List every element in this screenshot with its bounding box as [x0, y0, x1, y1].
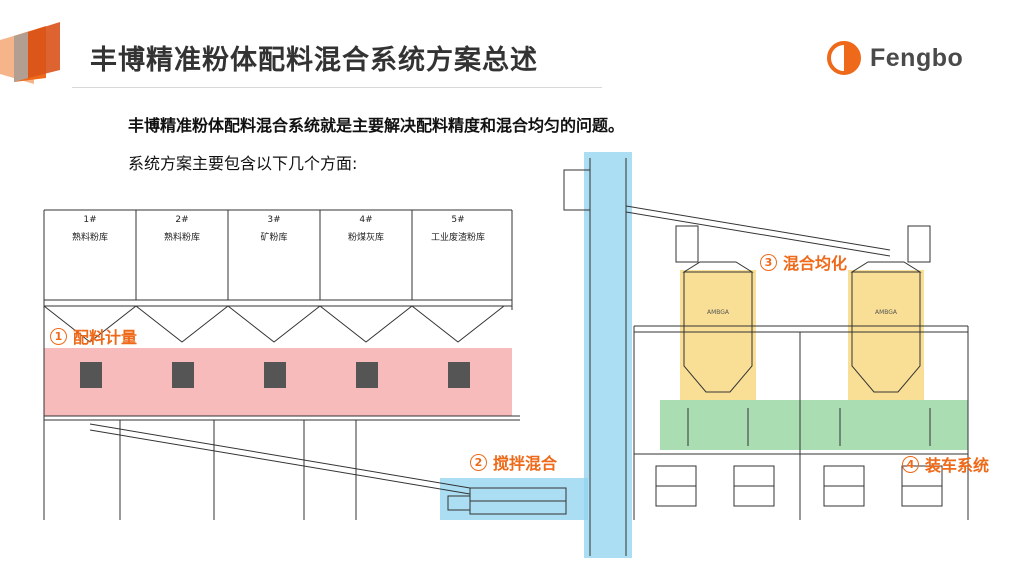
- callout-homogenizing: 3 混合均化: [760, 250, 847, 274]
- callout-batching: 1 配料计量: [50, 324, 137, 348]
- zone-homogenizing-1: [680, 270, 756, 400]
- tank-1-label: AMBGA: [707, 309, 730, 316]
- callout-loading: 4 装车系统: [902, 452, 989, 476]
- page-title: 丰博精准粉体配料混合系统方案总述: [90, 45, 538, 76]
- silo-1-name: 熟料粉库: [72, 231, 108, 243]
- brand-logo: Fengbo: [826, 40, 963, 76]
- silo-3-number: 3#: [267, 215, 280, 225]
- callout-number: 2: [470, 453, 487, 471]
- callout-mixing: 2 搅拌混合: [470, 450, 557, 474]
- zone-homogenizing-2: [848, 270, 924, 400]
- brand-name: Fengbo: [870, 43, 964, 72]
- callout-label: 搅拌混合: [493, 454, 558, 473]
- intro-line-2: 系统方案主要包含以下几个方面:: [128, 154, 358, 173]
- logo-mark-icon: [827, 41, 861, 75]
- silo-5-name: 工业废渣粉库: [431, 231, 485, 243]
- zone-elevator: [584, 152, 632, 558]
- callout-number: 4: [902, 455, 919, 473]
- zone-loading: [660, 400, 968, 450]
- silo-4-number: 4#: [359, 215, 372, 225]
- silo-5-number: 5#: [451, 215, 464, 225]
- callout-label: 配料计量: [73, 328, 138, 347]
- zone-mixing: [440, 478, 588, 520]
- callout-number: 1: [50, 327, 67, 345]
- silo-1-number: 1#: [83, 215, 96, 225]
- callout-label: 装车系统: [925, 456, 990, 475]
- corner-decoration-icon: [0, 22, 60, 84]
- callout-number: 3: [760, 253, 777, 271]
- silo-2-name: 熟料粉库: [164, 231, 200, 243]
- callout-label: 混合均化: [783, 254, 848, 273]
- title-divider: [72, 87, 602, 88]
- silo-3-name: 矿粉库: [260, 231, 287, 243]
- intro-line-1: 丰博精准粉体配料混合系统就是主要解决配料精度和混合均匀的问题。: [128, 116, 625, 135]
- silo-2-number: 2#: [175, 215, 188, 225]
- silo-4-name: 粉煤灰库: [348, 231, 384, 243]
- tank-2-label: AMBGA: [875, 309, 898, 316]
